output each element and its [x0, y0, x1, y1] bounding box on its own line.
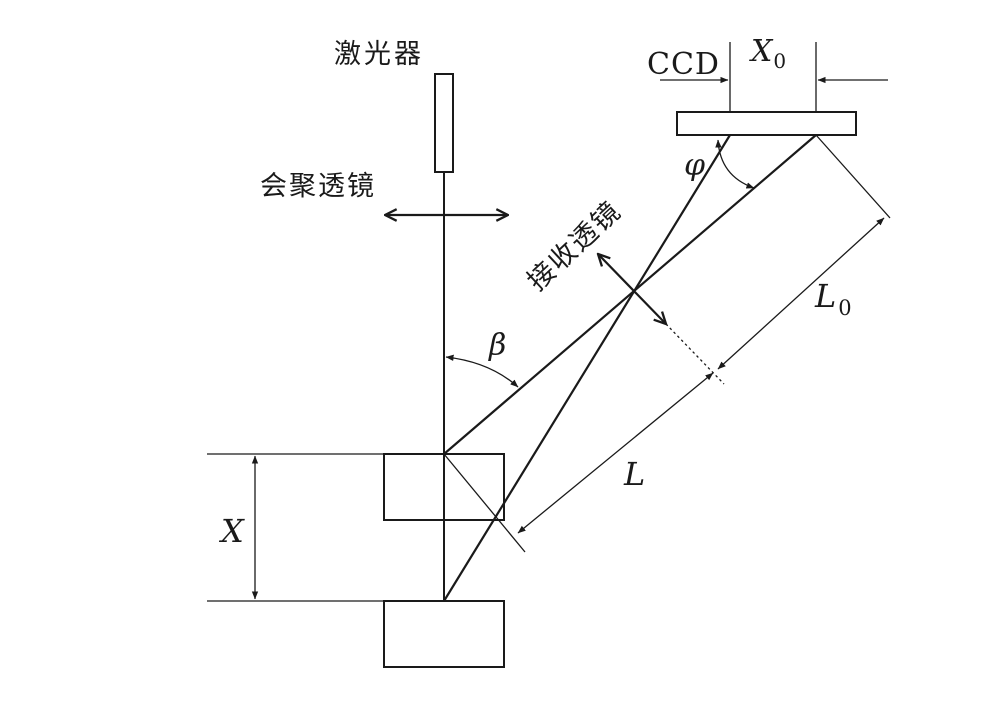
beta-angle-arc: [445, 354, 519, 388]
perpendicular-guide-line: [443, 453, 526, 553]
x0-base: X: [749, 34, 774, 69]
x0-label: X0: [749, 34, 786, 73]
laser-label: 激光器: [334, 39, 424, 70]
phi-angle-arc: [715, 139, 755, 189]
l0-subscript: 0: [838, 296, 851, 320]
ccd-label: CCD: [647, 47, 720, 82]
receiving-lens-label: 接收透镜: [522, 195, 628, 297]
ccd-sensor: [676, 111, 857, 136]
focusing-lens-label: 会聚透镜: [260, 171, 376, 202]
reflected-ray-lower: [443, 134, 731, 602]
l0-base: L: [814, 277, 836, 315]
l0-extension-line: [815, 134, 891, 219]
l-label: L: [623, 455, 645, 493]
x0-subscript: 0: [773, 49, 786, 73]
object-block-lower: [383, 600, 505, 668]
l0-label: L0: [814, 277, 852, 320]
l0-dimension-arrow: [717, 217, 885, 370]
x-label: X: [218, 512, 245, 550]
reflected-ray-upper: [443, 134, 817, 455]
laser-body: [434, 73, 454, 173]
lens-axis-dotted: [665, 323, 725, 385]
l-dimension-arrow: [517, 372, 714, 534]
phi-label: φ: [684, 148, 705, 183]
receiving-lens-icon: [598, 254, 666, 324]
beta-label: β: [488, 328, 506, 363]
